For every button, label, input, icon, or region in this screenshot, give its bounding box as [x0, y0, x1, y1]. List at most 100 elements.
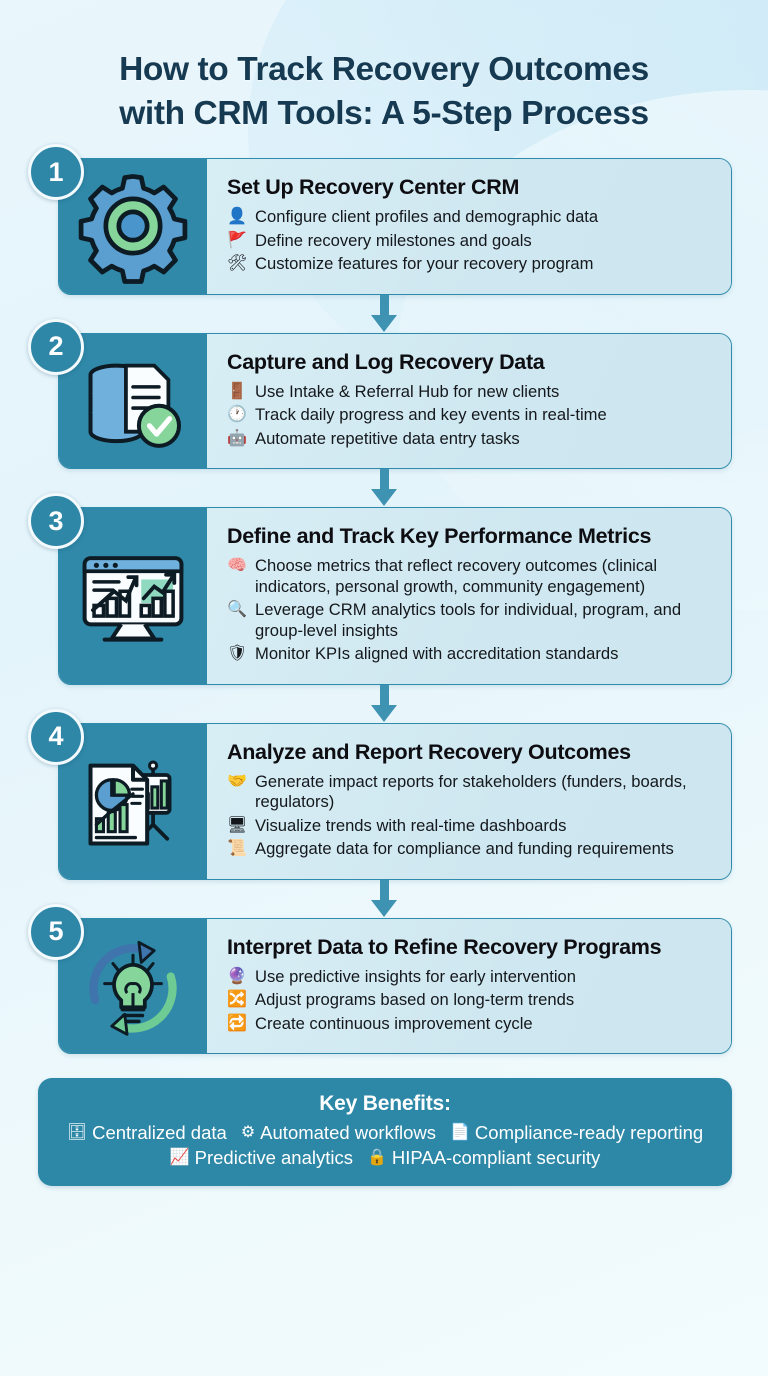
step-2-bullet-1-text: Use Intake & Referral Hub for new client…	[255, 381, 560, 401]
step-4-number-badge: 4	[28, 708, 84, 765]
benefit-centralized-data-label: Centralized data	[92, 1122, 227, 1143]
step-3-number-badge: 3	[28, 493, 84, 549]
tools-icon: 🛠	[227, 255, 248, 272]
robot-arm-icon: 🤖	[227, 429, 247, 447]
step-4: 4	[28, 708, 732, 880]
repeat-cycle-icon: 🔁	[227, 1014, 247, 1032]
step-3-bullet-1-text: Choose metrics that reflect recovery out…	[255, 556, 658, 596]
step-1-title: Set Up Recovery Center CRM	[227, 175, 520, 199]
step-2-card: Capture and Log Recovery Data 🚪 Use Inta…	[58, 332, 732, 469]
arrow-shaft	[379, 469, 389, 493]
step-1-bullet-3: 🛠 Customize features for your recovery p…	[227, 254, 717, 275]
step-3-body: Define and Track Key Performance Metrics…	[207, 508, 731, 684]
step-2-bullet-2-text: Track daily progress and key events in r…	[255, 405, 607, 424]
key-benefits-row-1: 🗄 Centralized data ⚙ Automated workflows…	[56, 1120, 714, 1145]
step-1-icon-panel	[59, 159, 207, 294]
step-3-bullet-3-text: Monitor KPIs aligned with accreditation …	[255, 644, 619, 663]
step-5-bullet-2-text: Adjust programs based on long-term trend…	[255, 990, 575, 1009]
step-5-icon-panel	[59, 918, 207, 1053]
benefit-hipaa-security: 🔒 HIPAA-compliant security	[367, 1145, 600, 1170]
step-4-body: Analyze and Report Recovery Outcomes 🤝 G…	[207, 723, 731, 879]
step-5-bullets: 🔮 Use predictive insights for early inte…	[227, 967, 717, 1035]
arrow-head	[371, 314, 397, 332]
step-3-title: Define and Track Key Performance Metrics	[227, 524, 652, 548]
key-benefits-panel: Key Benefits: 🗄 Centralized data ⚙ Autom…	[38, 1078, 732, 1186]
step-3-icon-panel	[59, 508, 207, 684]
step-5: 5	[28, 903, 732, 1054]
database-document-check-icon	[74, 342, 192, 460]
step-1-bullet-2-text: Define recovery milestones and goals	[255, 230, 532, 250]
benefit-predictive-analytics-label: Predictive analytics	[194, 1147, 353, 1168]
clock-chart-icon: 🕐	[227, 406, 247, 423]
step-2-bullet-3-text: Automate repetitive data entry tasks	[255, 428, 520, 448]
step-1-number-badge: 1	[28, 144, 84, 200]
crystal-ball-icon: 🔮	[227, 967, 247, 985]
shield-check-icon: 🛡	[227, 645, 248, 662]
step-1-body: Set Up Recovery Center CRM 👤 Configure c…	[207, 159, 731, 294]
step-3-bullet-1: 🧠 Choose metrics that reflect recovery o…	[227, 556, 717, 597]
connector-arrow-2	[0, 469, 768, 507]
step-2-icon-panel	[59, 333, 207, 468]
step-2-number-badge: 2	[28, 318, 84, 375]
benefit-compliance-reporting: 📄 Compliance-ready reporting	[450, 1120, 703, 1145]
step-2: 2	[28, 318, 732, 469]
steps-list: 1 Set Up Recovery Center CRM	[0, 144, 768, 1054]
step-4-bullet-3-text: Aggregate data for compliance and fundin…	[255, 839, 674, 858]
gear-icon	[74, 167, 192, 285]
benefit-automated-workflows-label: Automated workflows	[260, 1122, 436, 1143]
connector-arrow-4	[0, 879, 768, 918]
step-3: 3	[28, 493, 732, 685]
step-5-body: Interpret Data to Refine Recovery Progra…	[207, 918, 731, 1053]
step-5-number-badge: 5	[28, 903, 84, 960]
intake-door-icon: 🚪	[227, 382, 247, 400]
arrow-shaft	[379, 879, 389, 904]
step-2-bullet-1: 🚪 Use Intake & Referral Hub for new clie…	[227, 382, 717, 403]
step-4-bullet-2: 🖥 Visualize trends with real-time dashbo…	[227, 816, 717, 837]
dashboard-window-icon: 🖥	[227, 816, 248, 834]
step-5-title: Interpret Data to Refine Recovery Progra…	[227, 934, 662, 959]
benefit-compliance-reporting-label: Compliance-ready reporting	[474, 1122, 704, 1143]
brain-recovery-icon: 🧠	[227, 557, 247, 574]
user-settings-icon: 👤	[227, 208, 247, 225]
step-3-card: Define and Track Key Performance Metrics…	[58, 507, 732, 685]
step-3-bullets: 🧠 Choose metrics that reflect recovery o…	[227, 556, 717, 665]
handshake-funding-icon: 🤝	[227, 772, 247, 790]
server-icon: 🗄	[66, 1124, 88, 1141]
step-2-bullets: 🚪 Use Intake & Referral Hub for new clie…	[227, 382, 717, 450]
connector-arrow-1	[0, 294, 768, 333]
flag-target-icon: 🚩	[227, 231, 247, 249]
report-presentation-icon	[74, 742, 192, 860]
step-5-bullet-1-text: Use predictive insights for early interv…	[255, 966, 576, 986]
step-5-bullet-1: 🔮 Use predictive insights for early inte…	[227, 967, 717, 988]
benefit-automated-workflows: ⚙ Automated workflows	[241, 1120, 436, 1145]
step-1-bullets: 👤 Configure client profiles and demograp…	[227, 207, 717, 275]
step-4-card: Analyze and Report Recovery Outcomes 🤝 G…	[58, 722, 732, 880]
benefit-centralized-data: 🗄 Centralized data	[67, 1120, 227, 1145]
arrow-head	[371, 489, 397, 506]
step-2-bullet-2: 🕐 Track daily progress and key events in…	[227, 405, 717, 426]
step-3-bullet-2-text: Leverage CRM analytics tools for individ…	[255, 600, 682, 640]
step-4-icon-panel	[59, 723, 207, 879]
arrow-head	[371, 704, 397, 722]
page-title-line1: How to Track Recovery Outcomes	[119, 51, 649, 88]
step-3-bullet-3: 🛡 Monitor KPIs aligned with accreditatio…	[227, 644, 717, 665]
branch-adjust-icon: 🔀	[227, 991, 247, 1008]
key-benefits-row-2: 📈 Predictive analytics 🔒 HIPAA-compliant…	[56, 1145, 714, 1170]
analytics-magnifier-icon: 🔍	[227, 601, 247, 618]
arrow-shaft	[379, 684, 389, 709]
page-title: How to Track Recovery Outcomes with CRM …	[0, 0, 768, 136]
step-5-bullet-3: 🔁 Create continuous improvement cycle	[227, 1014, 717, 1035]
step-1-card: Set Up Recovery Center CRM 👤 Configure c…	[58, 158, 732, 295]
step-4-bullet-1-text: Generate impact reports for stakeholders…	[255, 771, 687, 812]
lightbulb-cycle-icon	[74, 927, 192, 1045]
step-2-body: Capture and Log Recovery Data 🚪 Use Inta…	[207, 333, 731, 468]
step-4-bullet-1: 🤝 Generate impact reports for stakeholde…	[227, 772, 717, 813]
gear-automation-icon: ⚙	[240, 1124, 256, 1141]
step-1-bullet-3-text: Customize features for your recovery pro…	[255, 254, 594, 273]
arrow-shaft	[379, 294, 389, 319]
benefit-hipaa-security-label: HIPAA-compliant security	[391, 1147, 601, 1168]
key-benefits-title: Key Benefits:	[319, 1092, 451, 1115]
predictive-chart-icon: 📈	[169, 1149, 190, 1166]
step-4-title: Analyze and Report Recovery Outcomes	[227, 739, 631, 764]
step-4-bullet-2-text: Visualize trends with real-time dashboar…	[255, 815, 567, 835]
